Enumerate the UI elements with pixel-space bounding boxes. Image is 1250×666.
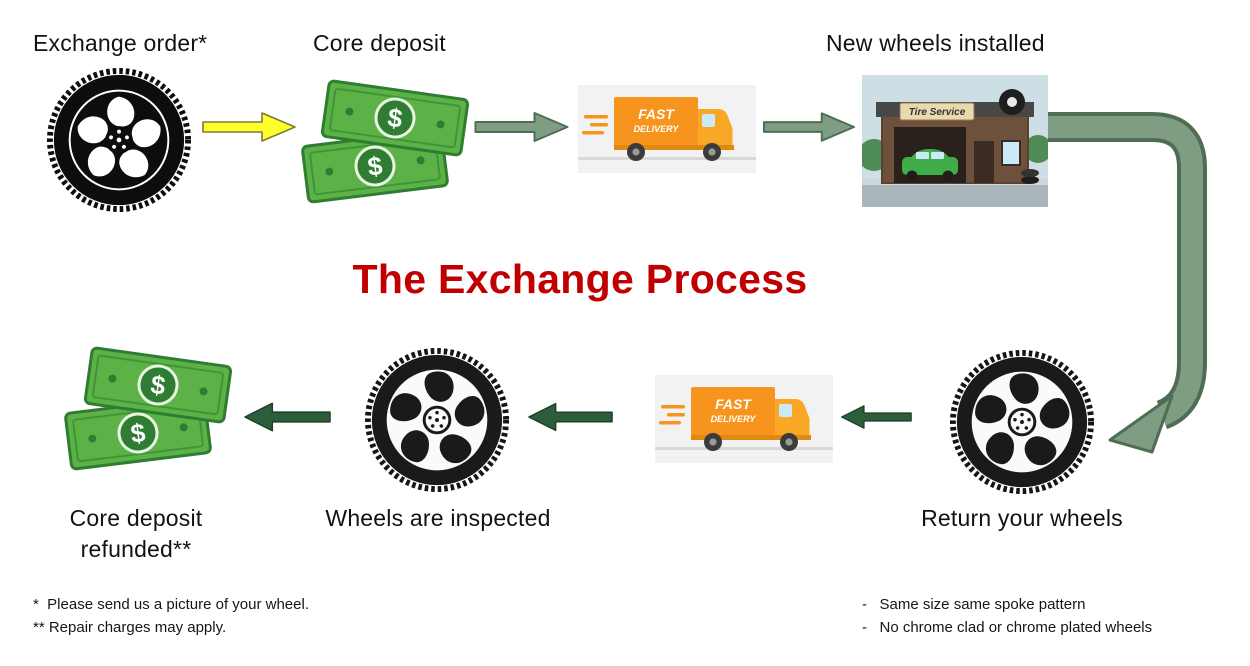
tire-shop-icon: Tire Service: [862, 75, 1048, 207]
footnote-left-2: ** Repair charges may apply.: [33, 619, 227, 636]
label-core-deposit-refunded: Core deposit refunded**: [31, 503, 241, 565]
label-return-your-wheels: Return your wheels: [921, 505, 1123, 531]
footnote-right-1: - Same size same spoke pattern: [862, 596, 1086, 613]
return-wheel-icon: [948, 348, 1096, 496]
inspected-wheel-icon: [363, 346, 511, 494]
label-new-wheels-installed: New wheels installed: [826, 30, 1045, 56]
delivery-truck-icon-top: FAST DELIVERY: [578, 85, 756, 173]
footnote-right-2: - No chrome clad or chrome plated wheels: [862, 619, 1153, 636]
label-core-deposit-refunded-line2: refunded**: [80, 536, 192, 562]
truck-delivery-text: DELIVERY: [711, 414, 757, 424]
truck-fast-text: FAST: [638, 106, 675, 122]
delivery-truck-icon-bottom: FAST DELIVERY: [655, 374, 833, 464]
dollar-sign-text: $: [129, 417, 148, 449]
money-icon-bottom: $ $: [58, 342, 238, 474]
label-core-deposit-refunded-line1: Core deposit: [69, 505, 203, 531]
arrow-right-icon-3: [763, 110, 856, 144]
label-wheels-are-inspected: Wheels are inspected: [325, 505, 551, 531]
arrow-right-icon-2: [474, 110, 570, 144]
arrow-left-icon-2: [527, 400, 613, 434]
arrow-yellow-right-icon: [202, 110, 297, 144]
footnote-left-1: * Please send us a picture of your wheel…: [33, 596, 309, 613]
dollar-sign-text: $: [366, 150, 385, 182]
dollar-sign-text: $: [149, 369, 168, 401]
arrow-curved-down-icon: [1040, 100, 1230, 480]
black-wheel-icon: [45, 66, 193, 214]
dollar-sign-text: $: [386, 102, 405, 134]
diagram-title: The Exchange Process: [352, 256, 808, 302]
label-core-deposit: Core deposit: [313, 30, 446, 56]
money-icon-top: $ $: [295, 76, 475, 206]
arrow-left-icon-1: [840, 400, 912, 434]
truck-delivery-text: DELIVERY: [634, 124, 680, 134]
tire-service-sign-text: Tire Service: [909, 107, 966, 118]
label-exchange-order: Exchange order*: [33, 30, 208, 56]
truck-fast-text: FAST: [715, 396, 752, 412]
arrow-left-icon-3: [243, 400, 331, 434]
